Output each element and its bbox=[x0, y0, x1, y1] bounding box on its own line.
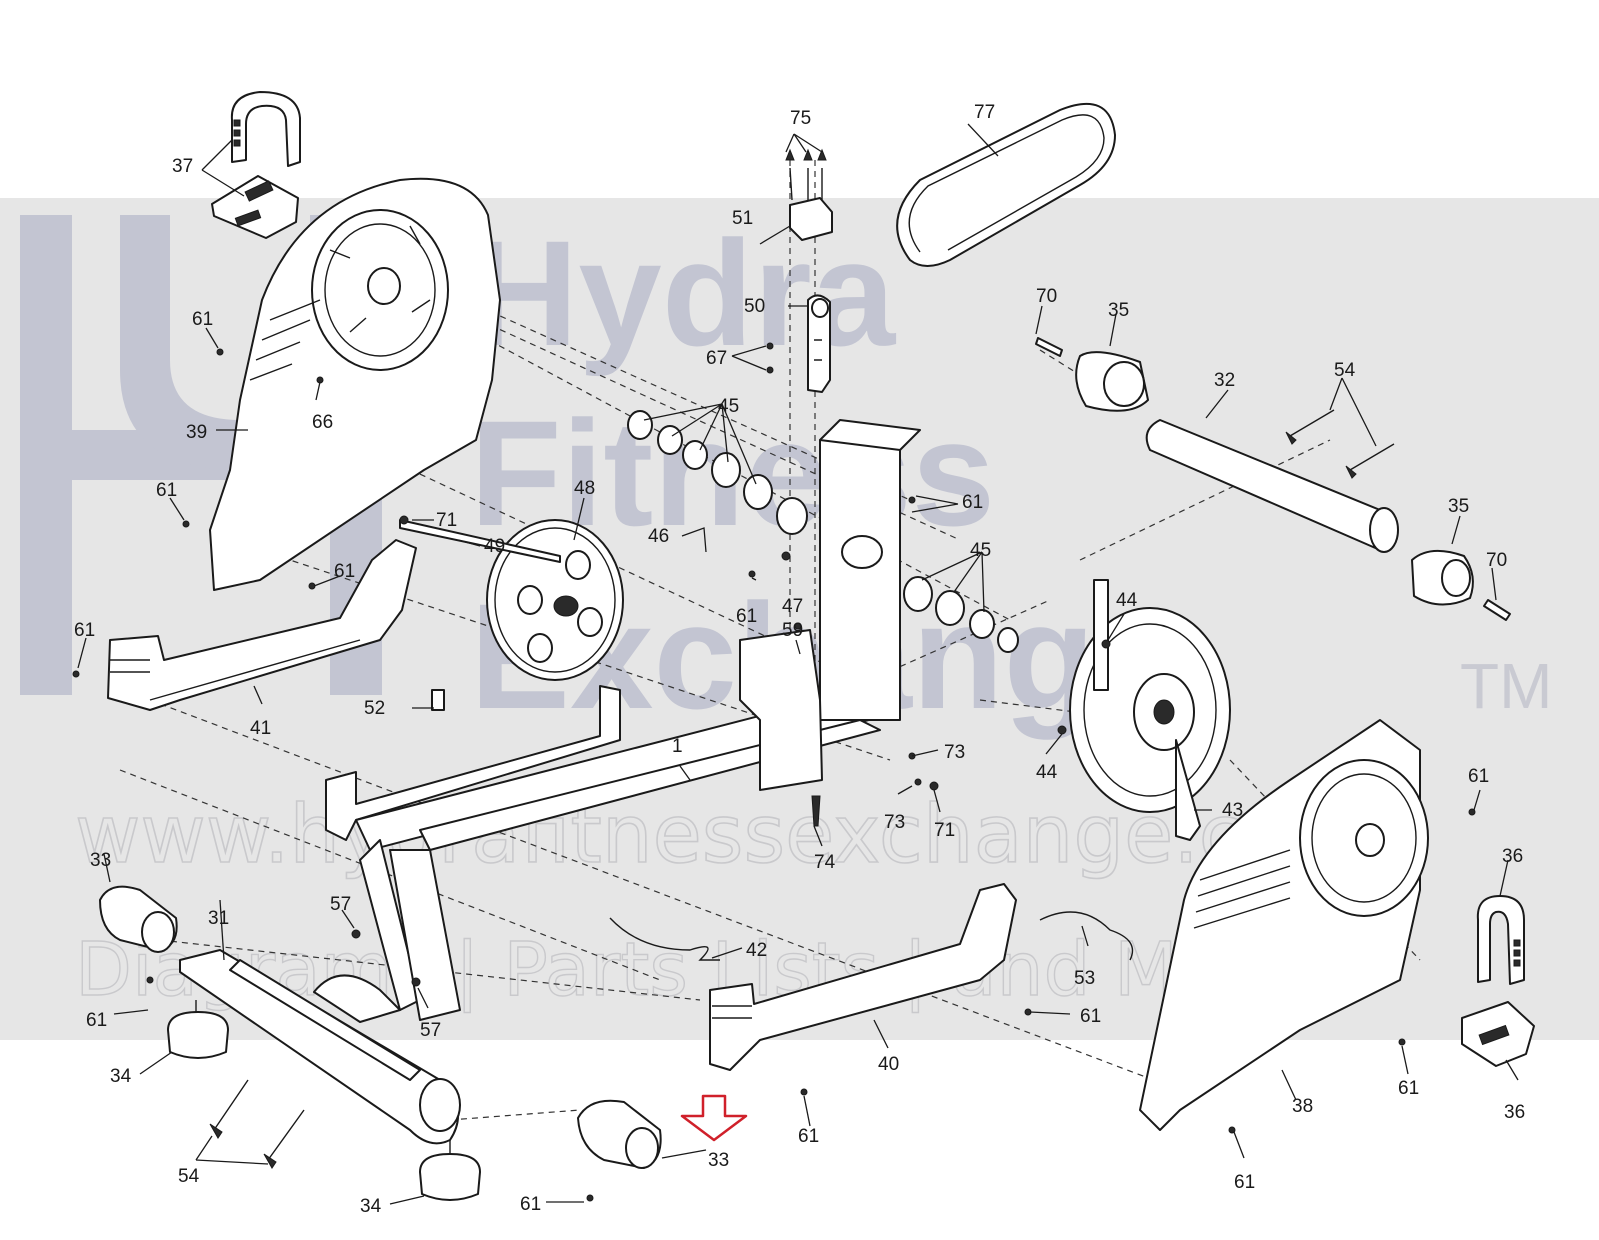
pedal-36 bbox=[1461, 895, 1535, 1067]
callout-52: 52 bbox=[364, 698, 385, 719]
front-stabilizer-31 bbox=[179, 949, 461, 1145]
callout-73: 73 bbox=[944, 742, 965, 763]
callout-75: 75 bbox=[790, 108, 811, 129]
rear-shaft-32 bbox=[1145, 419, 1399, 553]
callout-74: 74 bbox=[814, 852, 836, 873]
callout-38: 38 bbox=[1292, 1096, 1313, 1117]
callout-37: 37 bbox=[172, 156, 193, 177]
belt-77 bbox=[896, 102, 1116, 267]
sensor-52 bbox=[431, 689, 445, 711]
callout-61: 61 bbox=[192, 309, 213, 330]
callout-61: 61 bbox=[74, 620, 95, 641]
callout-34: 34 bbox=[110, 1066, 132, 1087]
callout-36: 36 bbox=[1502, 846, 1523, 867]
callout-61: 61 bbox=[736, 606, 757, 627]
left-shroud-39 bbox=[209, 177, 501, 591]
callout-1: 1 bbox=[672, 736, 683, 757]
callout-67: 67 bbox=[706, 348, 727, 369]
callout-31: 31 bbox=[208, 908, 229, 929]
axle-49 bbox=[399, 519, 561, 563]
callout-40: 40 bbox=[878, 1054, 899, 1075]
callout-57: 57 bbox=[330, 894, 351, 915]
callout-33: 33 bbox=[90, 850, 111, 871]
watermark-line1: Hydra bbox=[470, 209, 897, 377]
callout-35: 35 bbox=[1108, 300, 1129, 321]
callout-70: 70 bbox=[1486, 550, 1507, 571]
stabilizer-cover-40 bbox=[709, 883, 1017, 1071]
fasteners bbox=[72, 342, 1476, 1202]
callout-61: 61 bbox=[1468, 766, 1489, 787]
roller-35-bottom bbox=[1411, 549, 1474, 606]
callout-61: 61 bbox=[86, 1010, 107, 1031]
wire-42 bbox=[609, 917, 720, 961]
pulley-48 bbox=[486, 519, 624, 681]
flywheel-43 bbox=[1069, 579, 1231, 841]
callout-61: 61 bbox=[962, 492, 983, 513]
callout-61: 61 bbox=[1398, 1078, 1419, 1099]
foot-34-right bbox=[419, 1140, 481, 1201]
callout-43: 43 bbox=[1222, 800, 1243, 821]
callout-57: 57 bbox=[420, 1020, 441, 1041]
sensor-bracket-51 bbox=[785, 148, 833, 241]
bolts-54-bottom bbox=[209, 1079, 305, 1169]
callout-labels: 37 61 66 39 61 61 61 41 52 71 49 48 45 4… bbox=[74, 102, 1525, 1217]
callout-45: 45 bbox=[718, 396, 739, 417]
end-cap-33-right bbox=[577, 1099, 662, 1169]
callout-33: 33 bbox=[708, 1150, 729, 1171]
bolts-54-top bbox=[1285, 409, 1395, 479]
end-cap-33-left bbox=[99, 885, 178, 953]
callout-61: 61 bbox=[520, 1194, 541, 1215]
callout-44: 44 bbox=[1116, 590, 1138, 611]
highlight-arrow-down bbox=[680, 1094, 748, 1142]
leader-lines bbox=[77, 123, 1519, 1205]
callout-53: 53 bbox=[1074, 968, 1095, 989]
callout-36: 36 bbox=[1504, 1102, 1525, 1123]
callout-39: 39 bbox=[186, 422, 207, 443]
callout-41: 41 bbox=[250, 718, 271, 739]
callout-61: 61 bbox=[1234, 1172, 1255, 1193]
bolt-70-bottom bbox=[1483, 599, 1511, 621]
callout-54: 54 bbox=[1334, 360, 1356, 381]
pedal-37 bbox=[211, 91, 301, 239]
watermark-trademark: TM bbox=[1460, 650, 1552, 722]
right-shroud-38 bbox=[1139, 719, 1429, 1131]
callout-70: 70 bbox=[1036, 286, 1057, 307]
stabilizer-cover-41 bbox=[107, 539, 417, 711]
callout-47: 47 bbox=[782, 596, 803, 617]
callout-77: 77 bbox=[974, 102, 995, 123]
callout-71: 71 bbox=[436, 510, 457, 531]
callout-50: 50 bbox=[744, 296, 765, 317]
callout-66: 66 bbox=[312, 412, 333, 433]
frame-1 bbox=[313, 419, 921, 1023]
bolt-70-top bbox=[1035, 337, 1063, 357]
roller-35-top bbox=[1075, 351, 1149, 412]
callout-61: 61 bbox=[1080, 1006, 1101, 1027]
callout-51: 51 bbox=[732, 208, 753, 229]
callout-45: 45 bbox=[970, 540, 991, 561]
callout-59: 59 bbox=[782, 620, 803, 641]
callout-49: 49 bbox=[484, 536, 505, 557]
foot-34-left bbox=[167, 1000, 229, 1059]
callout-71: 71 bbox=[934, 820, 955, 841]
callout-61: 61 bbox=[334, 561, 355, 582]
callout-61: 61 bbox=[798, 1126, 819, 1147]
callout-42: 42 bbox=[746, 940, 767, 961]
wire-53 bbox=[1039, 911, 1134, 961]
callout-54: 54 bbox=[178, 1166, 200, 1187]
callout-73: 73 bbox=[884, 812, 905, 833]
idler-arm-50 bbox=[807, 294, 831, 393]
callout-32: 32 bbox=[1214, 370, 1235, 391]
callout-34: 34 bbox=[360, 1196, 382, 1217]
bearings-45-lower bbox=[903, 576, 1019, 653]
callout-61: 61 bbox=[156, 480, 177, 501]
callout-48: 48 bbox=[574, 478, 595, 499]
callout-35: 35 bbox=[1448, 496, 1469, 517]
callout-44: 44 bbox=[1036, 762, 1058, 783]
callout-46: 46 bbox=[648, 526, 669, 547]
